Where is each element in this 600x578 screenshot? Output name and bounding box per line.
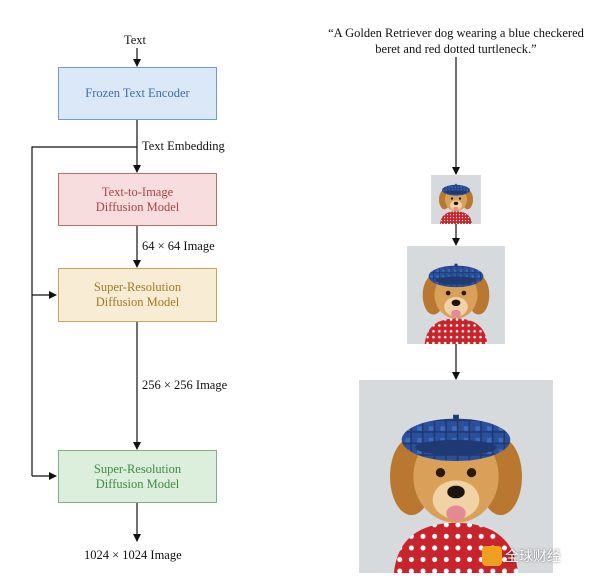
sr2-label: Super-Resolution Diffusion Model [93, 461, 182, 491]
input-text-label: Text [124, 33, 147, 47]
watermark-text: 全球财经 [505, 549, 561, 565]
dog-image-medium [407, 246, 505, 344]
example-prompt: “A Golden Retriever dog wearing a blue c… [328, 26, 584, 56]
text-to-image-diffusion-box: Text-to-Image Diffusion Model [58, 173, 217, 226]
watermark: 全球财经 [482, 543, 561, 569]
encoder-label: Frozen Text Encoder [85, 86, 190, 100]
generated-image-64 [431, 175, 481, 224]
generated-image-256 [407, 246, 505, 344]
image-256-label: 256 × 256 Image [142, 378, 228, 392]
text-embedding-label: Text Embedding [142, 139, 225, 153]
sr1-label: Super-Resolution Diffusion Model [93, 280, 182, 309]
frozen-text-encoder-box: Frozen Text Encoder [58, 67, 217, 120]
image-64-label: 64 × 64 Image [142, 239, 215, 253]
super-resolution-box-1: Super-Resolution Diffusion Model [58, 268, 217, 322]
image-1024-label: 1024 × 1024 Image [84, 548, 182, 562]
embedding-feed-line [31, 146, 137, 476]
watermark-logo-icon [482, 546, 502, 566]
super-resolution-box-2: Super-Resolution Diffusion Model [58, 450, 217, 503]
t2i-label: Text-to-Image Diffusion Model [95, 184, 180, 214]
dog-image-small [431, 175, 481, 224]
